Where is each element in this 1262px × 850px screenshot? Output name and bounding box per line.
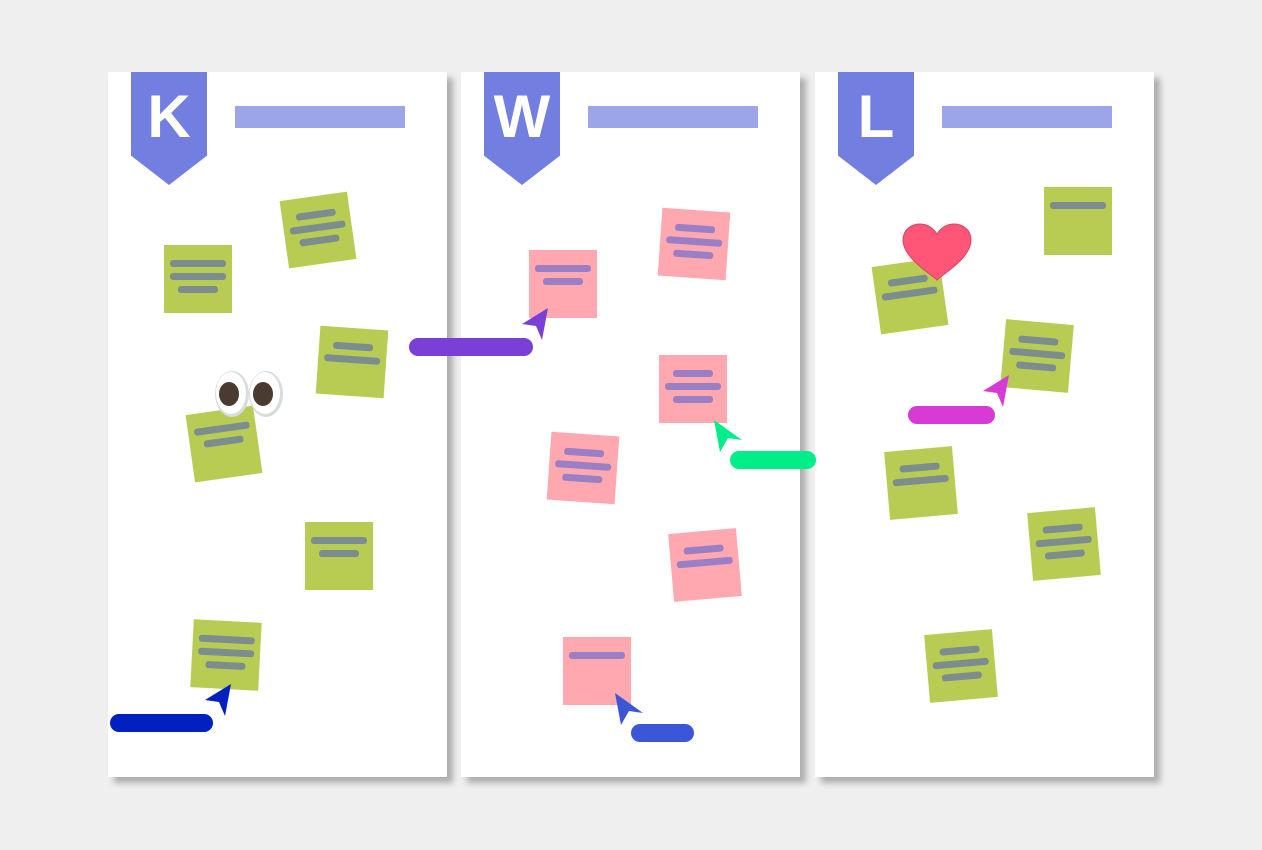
column-badge: L — [838, 72, 914, 185]
text-line-placeholder — [569, 652, 625, 659]
text-line-placeholder — [554, 460, 612, 471]
cursor-green-pointer-icon — [712, 418, 742, 452]
text-line-placeholder — [892, 474, 949, 487]
text-line-placeholder — [899, 462, 940, 473]
text-line-placeholder — [665, 236, 723, 247]
text-line-placeholder — [198, 634, 255, 645]
sticky-note[interactable] — [657, 207, 731, 281]
text-line-placeholder — [1035, 535, 1092, 548]
sticky-note[interactable] — [315, 325, 389, 399]
cursor-blue-label — [631, 724, 694, 742]
sticky-note[interactable] — [190, 619, 262, 691]
text-line-placeholder — [1009, 347, 1066, 360]
text-line-placeholder — [299, 234, 340, 247]
column-badge: K — [131, 72, 207, 185]
text-line-placeholder — [939, 645, 980, 656]
text-line-placeholder — [673, 396, 713, 403]
text-line-placeholder — [535, 265, 591, 272]
sticky-note[interactable] — [563, 637, 631, 705]
sticky-note[interactable] — [884, 446, 958, 520]
sticky-note[interactable] — [1044, 187, 1112, 255]
sticky-note[interactable] — [164, 245, 232, 313]
text-line-placeholder — [319, 550, 359, 557]
text-line-placeholder — [170, 260, 226, 267]
text-line-placeholder — [543, 278, 583, 285]
text-line-placeholder — [683, 544, 724, 555]
sticky-note[interactable] — [1027, 507, 1101, 581]
sticky-note[interactable] — [305, 522, 373, 590]
heart-icon — [901, 222, 973, 287]
column-letter: L — [857, 83, 895, 150]
cursor-navy-label — [110, 714, 213, 732]
cursor-magenta-label — [908, 406, 995, 424]
cursor-navy-pointer-icon — [203, 682, 233, 716]
text-line-placeholder — [665, 383, 721, 390]
text-line-placeholder — [1018, 335, 1059, 346]
text-line-placeholder — [295, 208, 337, 221]
eyes-icon — [213, 368, 287, 425]
cursor-green-label — [730, 451, 816, 469]
text-line-placeholder — [1050, 202, 1106, 209]
text-line-placeholder — [205, 660, 246, 671]
text-line-placeholder — [1042, 523, 1083, 534]
text-line-placeholder — [197, 647, 255, 658]
text-line-placeholder — [674, 223, 716, 234]
text-line-placeholder — [178, 286, 218, 293]
cursor-magenta-pointer-icon — [981, 373, 1011, 407]
text-line-placeholder — [676, 556, 733, 569]
column-badge: W — [484, 72, 560, 185]
sticky-note[interactable] — [546, 431, 620, 505]
text-line-placeholder — [203, 435, 244, 448]
text-line-placeholder — [1015, 361, 1057, 372]
cursor-blue-pointer-icon — [613, 691, 643, 725]
text-line-placeholder — [1044, 549, 1086, 560]
text-line-placeholder — [932, 657, 989, 670]
column-want: W — [461, 72, 800, 777]
text-line-placeholder — [311, 537, 367, 544]
cursor-purple-pointer-icon — [520, 306, 550, 340]
column-letter: W — [493, 83, 551, 150]
text-line-placeholder — [332, 341, 374, 352]
column-know: K — [108, 72, 447, 777]
column-title-placeholder[interactable] — [588, 106, 758, 128]
text-line-placeholder — [562, 473, 603, 484]
text-line-placeholder — [673, 370, 713, 377]
sticky-note[interactable] — [659, 355, 727, 423]
text-line-placeholder — [673, 249, 714, 260]
text-line-placeholder — [289, 220, 346, 235]
column-title-placeholder[interactable] — [942, 106, 1112, 128]
sticky-note[interactable] — [529, 250, 597, 318]
text-line-placeholder — [170, 273, 226, 280]
sticky-note[interactable] — [668, 528, 742, 602]
column-title-placeholder[interactable] — [235, 106, 405, 128]
cursor-purple-label — [409, 338, 533, 356]
text-line-placeholder — [881, 286, 938, 301]
text-line-placeholder — [323, 354, 381, 365]
text-line-placeholder — [941, 671, 983, 682]
column-learned: L — [815, 72, 1154, 777]
column-letter: K — [147, 83, 191, 150]
text-line-placeholder — [563, 447, 605, 458]
sticky-note[interactable] — [924, 629, 998, 703]
sticky-note[interactable] — [279, 191, 357, 269]
